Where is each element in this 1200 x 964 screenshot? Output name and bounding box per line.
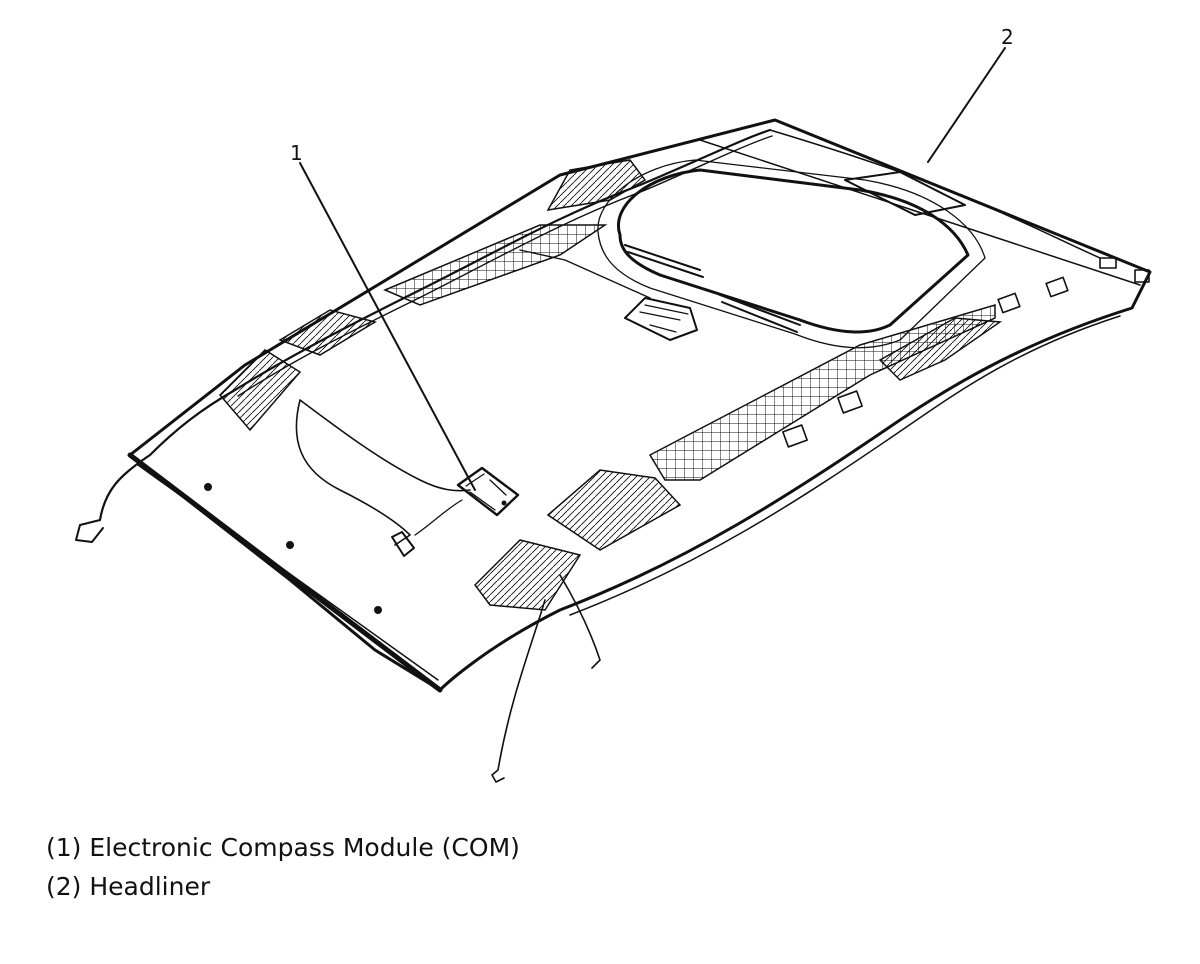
pad-right-rear: [546, 469, 682, 551]
dome-lamp-detail: [639, 304, 689, 333]
wiring-harness-main: [98, 128, 772, 522]
connector-left: [75, 519, 104, 543]
dome-lamp: [624, 297, 698, 341]
mesh-front: [383, 224, 608, 306]
drop-wire-b: [559, 574, 601, 669]
harness-top-connector: [844, 171, 966, 216]
legend-item-headliner: (2) Headliner: [46, 872, 211, 901]
com-wire-2: [414, 499, 463, 536]
headliner-side-bevel: [569, 315, 1121, 616]
harness-top-right: [769, 129, 1101, 259]
com-wire: [295, 399, 471, 546]
headliner-panel: [128, 118, 1152, 692]
pad-left-front: [278, 309, 377, 356]
pad-right-rear-2: [474, 539, 582, 611]
rear-mount-holes: [204, 483, 382, 614]
headliner-front-bevel: [699, 139, 1141, 286]
wiring-harness-main-2: [237, 135, 773, 397]
legend: (1) Electronic Compass Module (COM) (2) …: [46, 828, 520, 906]
side-clips: [782, 257, 1150, 448]
callout-1-leader: [299, 162, 476, 491]
pad-left-rear: [218, 349, 302, 432]
callout-2-leader: [927, 47, 1006, 163]
pad-side-front: [878, 317, 1003, 381]
callout-1-number: 1: [290, 141, 303, 165]
legend-item-compass-module: (1) Electronic Compass Module (COM): [46, 833, 520, 862]
sunroof-opening: [617, 168, 970, 334]
headliner-rear-edge-inner: [137, 464, 439, 681]
callout-2-number: 2: [1001, 25, 1014, 49]
sunroof-frame: [597, 159, 986, 349]
com-connector: [391, 531, 415, 557]
compass-module: [456, 466, 520, 517]
drop-wire-a: [491, 599, 546, 783]
headliner-rear-edge: [127, 452, 443, 693]
sunroof-rail-left: [624, 244, 704, 278]
sunroof-rail-right: [719, 294, 801, 333]
